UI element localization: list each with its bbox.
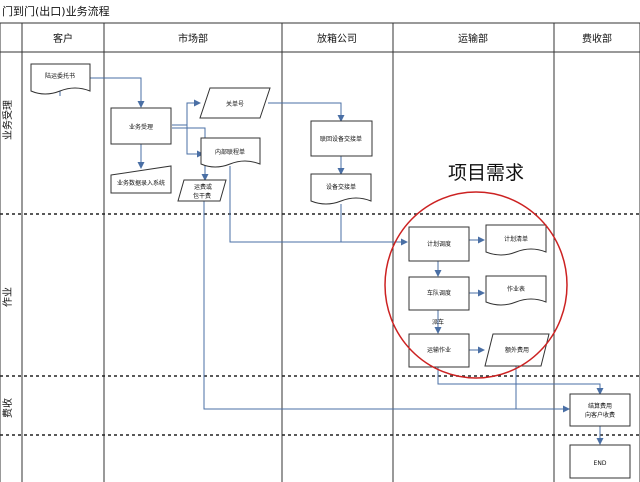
edge-label-dispatch: 派车	[432, 318, 444, 326]
node-customs-no[interactable]: 关单号	[199, 87, 271, 119]
node-customer-doc-label: 陆运委托书	[45, 72, 75, 80]
node-container-form[interactable]: 联回设备交接单	[310, 120, 373, 157]
column-header-container-company: 放箱公司	[317, 32, 357, 45]
node-business-accept[interactable]: 业务受理	[110, 107, 172, 145]
edge-transport-to-settle	[437, 367, 604, 395]
edge-fee-to-settle	[203, 200, 516, 410]
annotation-project-requirements: 项目需求	[448, 162, 524, 184]
node-equip-form-label: 设备交接单	[326, 183, 356, 191]
node-settlement[interactable]: 结算费用 向客户收费	[569, 393, 631, 427]
node-data-entry[interactable]: 业务数据录入系统	[110, 165, 172, 194]
node-fee-pack-label-2: 包干费	[193, 192, 211, 200]
node-fleet-dispatch[interactable]: 车队调度	[408, 276, 470, 311]
node-end[interactable]: END	[569, 444, 631, 479]
node-extra-fee-label: 额外费用	[505, 346, 529, 354]
node-plan-dispatch-label: 计划调度	[427, 240, 451, 248]
row-label-operations: 作业	[2, 287, 14, 307]
diagram-title: 门到门(出口)业务流程	[2, 4, 110, 18]
node-plan-list[interactable]: 计划清单	[485, 224, 547, 256]
node-customer-doc[interactable]: 陆运委托书	[30, 63, 91, 95]
node-end-label: END	[594, 460, 607, 467]
column-header-marketing: 市场部	[178, 32, 208, 45]
edge-extra-to-settle	[515, 366, 570, 413]
node-settlement-label-1: 结算费用	[588, 402, 612, 410]
highlight-ellipse	[384, 191, 568, 379]
node-data-entry-label: 业务数据录入系统	[117, 179, 165, 187]
node-transport-work[interactable]: 运输作业	[408, 333, 470, 368]
node-internal-contact-label: 内部联程单	[215, 148, 245, 156]
swimlane-frame	[0, 22, 640, 482]
node-internal-contact[interactable]: 内部联程单	[200, 137, 261, 168]
edge-equip-to-plan	[340, 204, 408, 246]
edge-accept-to-internal	[186, 125, 204, 158]
node-settlement-label-2: 向客户收费	[585, 411, 615, 419]
edge-customs-to-container	[268, 102, 345, 122]
node-extra-fee[interactable]: 额外费用	[484, 333, 550, 367]
row-label-billing: 费收	[1, 398, 14, 418]
node-work-table-label: 作业表	[507, 285, 525, 293]
edge-internal-to-plan	[229, 166, 341, 243]
node-plan-list-label: 计划清单	[504, 235, 528, 243]
edge-accept-to-customs	[172, 99, 201, 126]
column-header-customer: 客户	[53, 32, 73, 45]
node-business-accept-label: 业务受理	[129, 123, 153, 131]
node-fee-pack-label: 运费或	[194, 183, 212, 191]
column-header-billing: 费收部	[582, 32, 612, 45]
row-label-intake: 业务受理	[1, 100, 14, 140]
node-work-table[interactable]: 作业表	[485, 275, 547, 306]
node-container-form-label: 联回设备交接单	[320, 135, 362, 143]
node-customs-no-label: 关单号	[226, 100, 244, 108]
connectors	[59, 77, 604, 445]
node-plan-dispatch[interactable]: 计划调度	[408, 226, 470, 262]
column-header-transport: 运输部	[458, 32, 488, 45]
node-fleet-dispatch-label: 车队调度	[427, 289, 451, 297]
node-equip-form[interactable]: 设备交接单	[310, 173, 372, 205]
node-fee-pack[interactable]: 运费或 包干费	[177, 179, 227, 202]
node-transport-work-label: 运输作业	[427, 346, 451, 354]
